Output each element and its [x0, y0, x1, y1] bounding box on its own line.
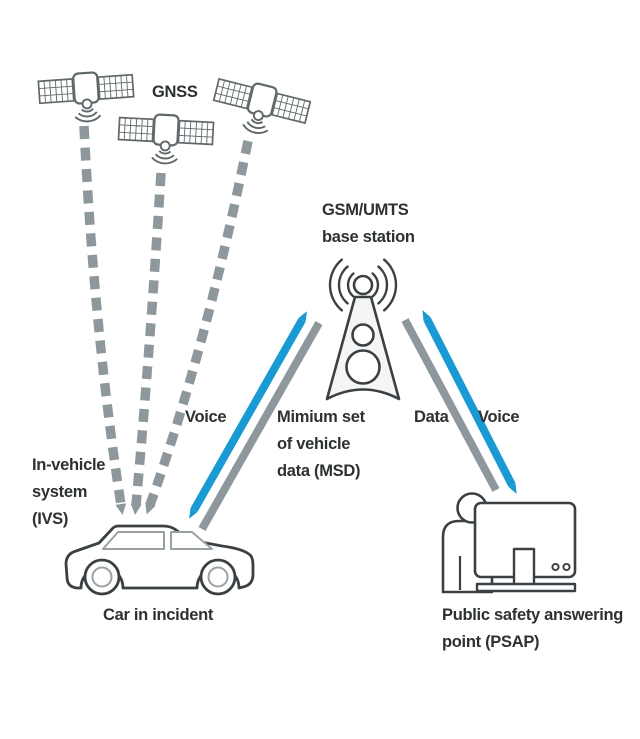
gnss-link-3 [145, 140, 253, 515]
car-caption: Car in incident [103, 606, 214, 624]
satellite-icon-2 [116, 111, 215, 167]
satellite-icon-3 [207, 73, 313, 145]
satellite-icon-1 [36, 68, 137, 126]
monitor-button-1 [551, 562, 560, 572]
car-rear-window [170, 531, 213, 550]
car-icon [64, 524, 255, 596]
voice-link-car-basestation [189, 311, 307, 519]
data-label: Data [414, 408, 449, 426]
gnss-label: GNSS [152, 83, 198, 101]
psap-caption: Public safety answering point (PSAP) [442, 606, 624, 651]
gnss-signal-links [79, 125, 253, 515]
car-rear-hubcap [207, 566, 229, 588]
voice-left-label: Voice [185, 408, 227, 426]
msd-label: Mimium set of vehicle data (MSD) [277, 408, 365, 480]
tower-body [325, 295, 401, 401]
psap-icon [441, 492, 577, 594]
ivs-label: In-vehicle system (IVS) [32, 456, 106, 528]
voice-link-basestation-psap [422, 310, 517, 494]
gnss-link-2 [130, 172, 166, 515]
tower-drum-large [345, 349, 381, 385]
car-front-window [102, 531, 165, 550]
tower-drum-small [351, 323, 375, 347]
gnss-link-1 [79, 125, 127, 515]
monitor-base [475, 582, 577, 593]
base-station-label: GSM/UMTS base station [322, 201, 415, 246]
radio-waves-icon [328, 258, 398, 312]
monitor-button-2 [562, 562, 571, 572]
car-front-hubcap [91, 566, 113, 588]
base-station-antenna [352, 274, 374, 296]
base-station-icon [325, 258, 401, 401]
voice-right-label: Voice [478, 408, 520, 426]
